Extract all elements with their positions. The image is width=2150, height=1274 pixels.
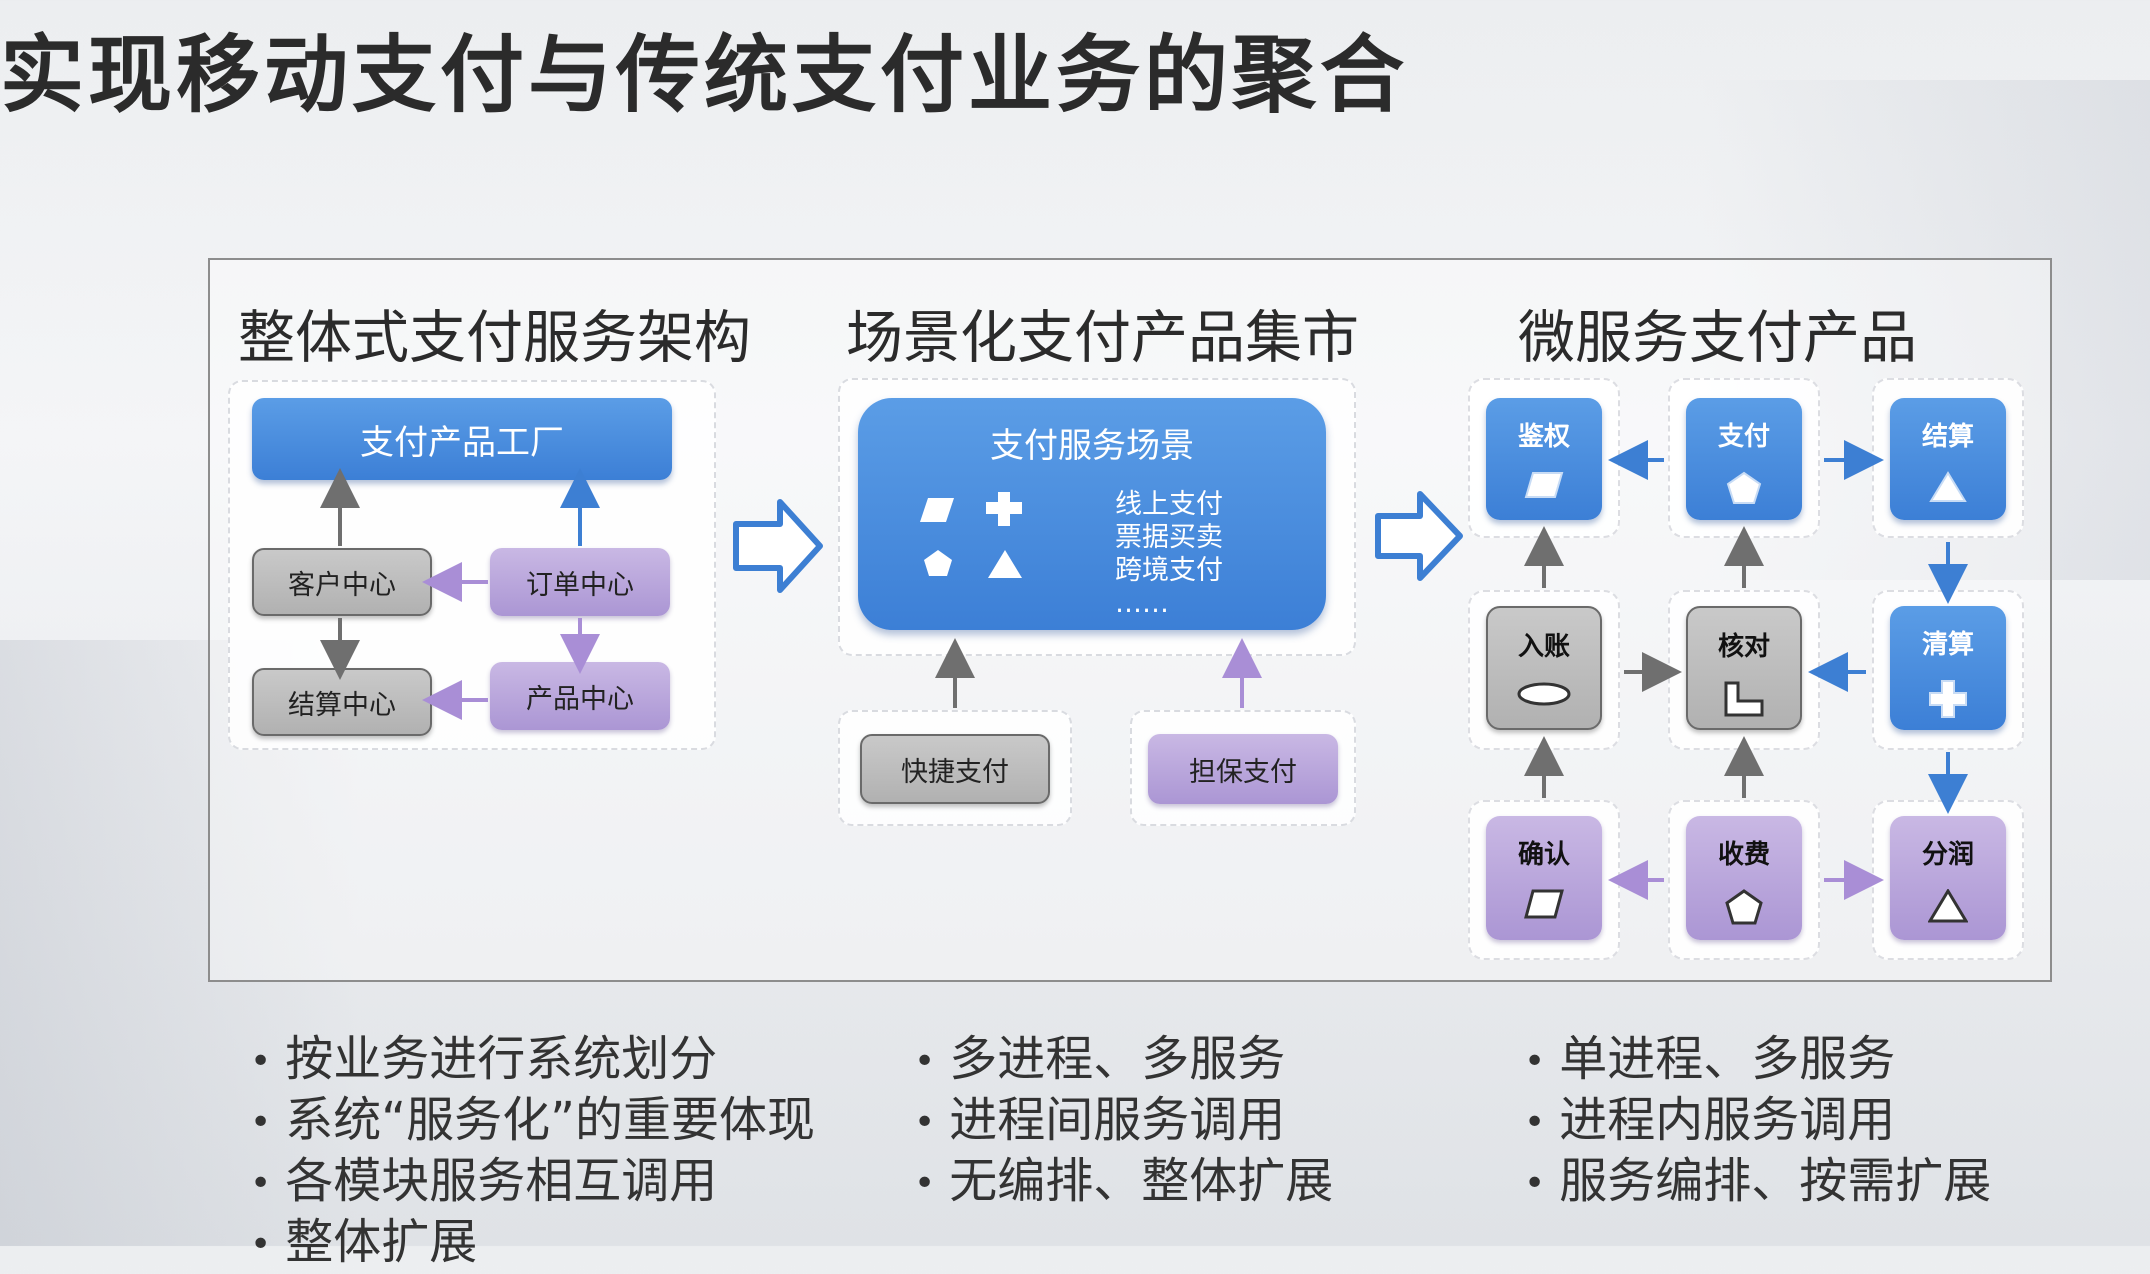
- bullet-item: 单进程、多服务: [1524, 1030, 1991, 1091]
- scenario-item: 线上支付: [1115, 489, 1223, 520]
- section-title-monolithic: 整体式支付服务架构: [238, 305, 751, 371]
- ellipse-icon: [1517, 682, 1571, 706]
- scenario-parallelogram-icon: [920, 498, 954, 522]
- section-title-scenario: 场景化支付产品集市: [846, 305, 1359, 371]
- plus-icon: [1929, 680, 1967, 718]
- tile-label: 结算: [1921, 422, 1974, 452]
- tile-entry: 入账: [1486, 606, 1602, 730]
- tile-label: 鉴权: [1517, 422, 1570, 452]
- triangle-icon: [1929, 471, 1967, 502]
- triangle-icon: [1928, 889, 1968, 923]
- big-arrow-2: [1375, 491, 1463, 581]
- tile-label: 核对: [1717, 632, 1770, 662]
- tile-label: 支付: [1717, 422, 1770, 452]
- tile-label: 收费: [1717, 840, 1770, 870]
- payment-product-factory-box: 支付产品工厂: [252, 398, 672, 480]
- tile-settle: 结算: [1890, 398, 2006, 520]
- bullet-list-scenario: 多进程、多服务 进程间服务调用 无编排、整体扩展: [914, 1030, 1333, 1213]
- bullet-list-microservice: 单进程、多服务 进程内服务调用 服务编排、按需扩展: [1524, 1030, 1991, 1213]
- section-title-microservice: 微服务支付产品: [1518, 305, 1917, 371]
- tile-clear: 清算: [1890, 606, 2006, 730]
- scenario-item: 票据买卖: [1115, 522, 1223, 553]
- scenario-plus-icon: [986, 492, 1022, 526]
- bullet-item: 多进程、多服务: [914, 1030, 1333, 1091]
- parallelogram-icon: [1524, 472, 1564, 498]
- tile-label: 确认: [1517, 840, 1570, 870]
- page-title: 实现移动支付与传统支付业务的聚合: [0, 26, 1409, 124]
- scenario-pentagon-icon: [924, 550, 952, 576]
- bullet-item: 无编排、整体扩展: [914, 1152, 1333, 1213]
- pentagon-icon: [1725, 889, 1763, 925]
- scenario-item: ……: [1115, 588, 1169, 619]
- bullet-list-monolithic: 按业务进行系统划分 系统“服务化”的重要体现 各模块服务相互调用 整体扩展: [250, 1030, 815, 1274]
- tile-split: 分润: [1890, 816, 2006, 940]
- bullet-item: 服务编排、按需扩展: [1524, 1152, 1991, 1213]
- guarantee-pay-box: 担保支付: [1148, 734, 1338, 804]
- tile-label: 清算: [1921, 630, 1974, 660]
- customer-center-box: 客户中心: [252, 548, 432, 616]
- big-arrow-1: [733, 499, 823, 593]
- tile-label: 分润: [1921, 840, 1974, 870]
- tile-label: 入账: [1517, 632, 1570, 662]
- tile-reconcile: 核对: [1686, 606, 1802, 730]
- bullet-item: 进程内服务调用: [1524, 1091, 1991, 1152]
- tile-auth: 鉴权: [1486, 398, 1602, 520]
- bullet-item: 进程间服务调用: [914, 1091, 1333, 1152]
- scenario-triangle-icon: [988, 550, 1022, 578]
- scenario-item-list: 线上支付 票据买卖 跨境支付 ……: [1115, 488, 1223, 620]
- bullet-item: 整体扩展: [250, 1213, 815, 1274]
- pentagon-icon: [1726, 471, 1762, 504]
- tile-confirm: 确认: [1486, 816, 1602, 940]
- parallelogram-icon: [1524, 889, 1564, 919]
- payment-scenario-title: 支付服务场景: [990, 426, 1194, 466]
- tile-fee: 收费: [1686, 816, 1802, 940]
- tile-pay: 支付: [1686, 398, 1802, 520]
- order-center-box: 订单中心: [490, 548, 670, 616]
- quick-pay-box: 快捷支付: [860, 734, 1050, 804]
- bullet-item: 系统“服务化”的重要体现: [250, 1091, 815, 1152]
- bullet-item: 各模块服务相互调用: [250, 1152, 815, 1213]
- scenario-item: 跨境支付: [1115, 555, 1223, 586]
- l-shape-icon: [1724, 681, 1764, 717]
- bullet-item: 按业务进行系统划分: [250, 1030, 815, 1091]
- connector-overlay: [320, 440, 1968, 900]
